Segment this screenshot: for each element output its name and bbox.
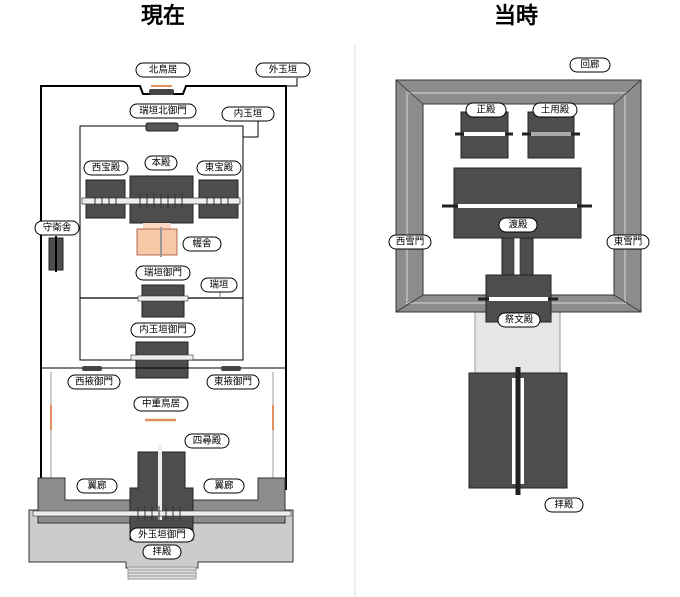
svg-text:瑞垣: 瑞垣 bbox=[209, 279, 229, 291]
svg-text:北鳥居: 北鳥居 bbox=[149, 64, 178, 76]
akusha-building bbox=[136, 228, 178, 256]
ridge-beam bbox=[32, 510, 292, 517]
svg-text:瑞垣北御門: 瑞垣北御門 bbox=[139, 105, 187, 117]
akusha-connector bbox=[143, 223, 171, 229]
label-kairo: 回廊 bbox=[569, 57, 611, 73]
svg-text:西雪門: 西雪門 bbox=[396, 237, 425, 248]
label-seiden: 正殿 bbox=[465, 102, 507, 118]
label-haiden-past: 拝殿 bbox=[544, 497, 584, 513]
leader-line bbox=[243, 120, 259, 138]
label-nakae-torii: 中重鳥居 bbox=[133, 396, 189, 412]
label-higashi-eki-gomon: 東掖御門 bbox=[206, 374, 260, 390]
svg-text:四尋殿: 四尋殿 bbox=[193, 436, 222, 447]
svg-text:外玉垣御門: 外玉垣御門 bbox=[138, 529, 186, 541]
label-yokuro-west: 翼廊 bbox=[76, 478, 118, 494]
svg-text:正殿: 正殿 bbox=[476, 105, 496, 116]
ridge-beam bbox=[137, 295, 189, 302]
ridge-ticks bbox=[137, 506, 181, 521]
svg-text:守衛舎: 守衛舎 bbox=[43, 222, 72, 234]
label-higashi-setsumon: 東雪門 bbox=[606, 234, 650, 250]
leader-line bbox=[286, 78, 298, 87]
svg-text:西掖御門: 西掖御門 bbox=[75, 376, 113, 388]
svg-text:西宝殿: 西宝殿 bbox=[92, 162, 121, 174]
label-higashi-houden: 東宝殿 bbox=[196, 160, 242, 176]
label-akusha: 幄舎 bbox=[182, 236, 222, 252]
label-soto-tamagaki-gomon: 外玉垣御門 bbox=[129, 527, 195, 543]
label-mizugaki-gomon: 瑞垣御門 bbox=[135, 265, 191, 281]
label-uchi-tamagaki: 内玉垣 bbox=[221, 106, 275, 122]
step-lines bbox=[128, 569, 196, 577]
label-mizugaki: 瑞垣 bbox=[200, 277, 238, 293]
label-haiden-present: 拝殿 bbox=[142, 544, 182, 560]
kita-torii-gate bbox=[149, 89, 174, 95]
svg-text:翼廊: 翼廊 bbox=[214, 480, 234, 492]
label-kita-torii: 北鳥居 bbox=[135, 62, 191, 78]
label-nishi-houden: 西宝殿 bbox=[83, 160, 129, 176]
svg-text:祭文殿: 祭文殿 bbox=[505, 314, 534, 326]
ridge-beam bbox=[458, 204, 577, 208]
ridge-beam bbox=[513, 237, 521, 277]
present-layout: 北鳥居 外玉垣 瑞垣北御門 内玉垣 西宝殿 本殿 東宝殿 守衛舎 幄舎 瑞垣御門… bbox=[28, 62, 311, 580]
label-nishi-setsumon: 西雪門 bbox=[388, 234, 432, 250]
svg-text:幄舎: 幄舎 bbox=[192, 238, 212, 250]
label-soto-tamagaki: 外玉垣 bbox=[255, 62, 311, 78]
title-past: 当時 bbox=[494, 4, 538, 29]
label-nishi-eki-gomon: 西掖御門 bbox=[67, 374, 121, 390]
svg-text:翼廊: 翼廊 bbox=[87, 480, 107, 492]
label-mizugaki-kita-gomon: 瑞垣北御門 bbox=[129, 103, 197, 119]
label-shueisha: 守衛舎 bbox=[34, 220, 80, 236]
svg-text:内玉垣御門: 内玉垣御門 bbox=[139, 324, 187, 336]
svg-text:土用殿: 土用殿 bbox=[541, 104, 570, 116]
nishi-eki-gate bbox=[82, 366, 102, 371]
label-doyoden: 土用殿 bbox=[532, 102, 578, 118]
svg-text:東宝殿: 東宝殿 bbox=[205, 162, 234, 174]
svg-text:外玉垣: 外玉垣 bbox=[269, 64, 298, 76]
mizugaki-kita-gate bbox=[145, 122, 179, 132]
label-yokuro-east: 翼廊 bbox=[203, 478, 245, 494]
ridge-beam bbox=[464, 132, 505, 136]
svg-text:内玉垣: 内玉垣 bbox=[234, 108, 263, 120]
svg-text:中重鳥居: 中重鳥居 bbox=[142, 398, 180, 410]
svg-text:回廊: 回廊 bbox=[580, 59, 600, 71]
ridge-beam bbox=[130, 354, 194, 361]
svg-text:拝殿: 拝殿 bbox=[152, 546, 172, 558]
svg-text:瑞垣御門: 瑞垣御門 bbox=[144, 267, 182, 279]
svg-text:東掖御門: 東掖御門 bbox=[214, 376, 252, 388]
svg-text:拝殿: 拝殿 bbox=[554, 499, 574, 511]
label-watadono: 渡殿 bbox=[498, 217, 538, 233]
kairo-corner-lines bbox=[395, 79, 642, 313]
title-present: 現在 bbox=[141, 3, 185, 29]
ridge-beam bbox=[489, 297, 548, 301]
label-yohiroden: 四尋殿 bbox=[184, 433, 230, 449]
ridge-beam bbox=[531, 132, 571, 136]
svg-text:渡殿: 渡殿 bbox=[508, 219, 528, 231]
label-saimonden: 祭文殿 bbox=[497, 312, 541, 328]
svg-text:本殿: 本殿 bbox=[151, 157, 171, 169]
label-uchi-tamagaki-gomon: 内玉垣御門 bbox=[130, 322, 196, 338]
higashi-eki-gate bbox=[221, 366, 241, 371]
label-honden: 本殿 bbox=[144, 155, 178, 171]
ridge-ticks bbox=[94, 194, 229, 208]
past-layout: 回廊 正殿 土用殿 渡殿 西雪門 東雪門 祭文殿 拝殿 bbox=[388, 57, 650, 513]
svg-text:東雪門: 東雪門 bbox=[614, 236, 643, 248]
